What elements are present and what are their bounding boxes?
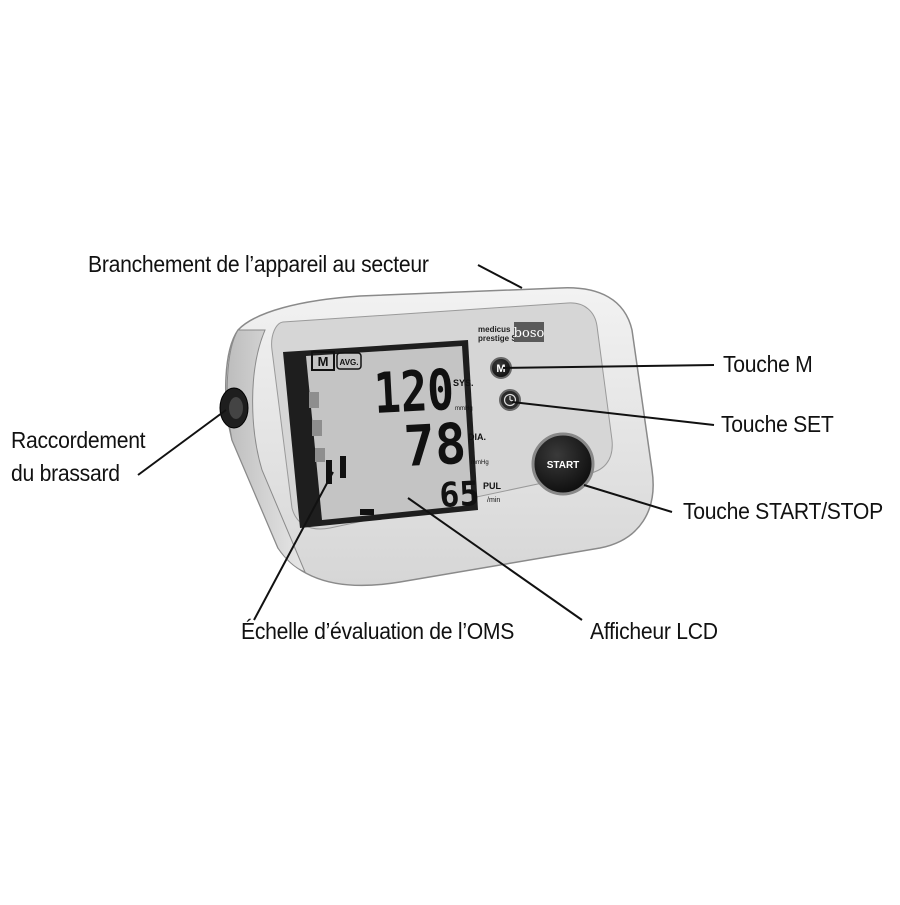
pulse-unit: /min bbox=[487, 497, 500, 504]
battery-indicator bbox=[360, 509, 374, 515]
brand-logo-box bbox=[514, 322, 544, 342]
avg-badge-frame bbox=[336, 352, 362, 370]
leader-line-cuff bbox=[137, 409, 227, 476]
callout-cuff-line-1: Raccordement bbox=[11, 427, 146, 453]
brand-line-1: medicus bbox=[478, 325, 511, 334]
start-button[interactable] bbox=[531, 432, 595, 496]
leader-line-start-key bbox=[583, 484, 673, 513]
who-scale-bar-2 bbox=[312, 420, 322, 436]
callout-start-key: Touche START/STOP bbox=[683, 498, 883, 524]
who-scale-bar-5 bbox=[340, 456, 346, 478]
brand-line-2: prestige S bbox=[478, 334, 517, 343]
callout-lcd: Afficheur LCD bbox=[590, 618, 718, 644]
lcd-screen bbox=[306, 346, 472, 520]
leader-line-who-scale bbox=[253, 471, 334, 621]
pulse-value: 65 bbox=[438, 474, 480, 516]
who-scale-bar-3 bbox=[315, 448, 325, 462]
diastolic-unit: mmHg bbox=[471, 460, 489, 466]
systolic-value: 120 bbox=[372, 358, 455, 427]
systolic-label: SYS. bbox=[453, 378, 474, 388]
clock-hands bbox=[509, 396, 514, 402]
callout-set-key: Touche SET bbox=[721, 411, 834, 437]
leader-line-mains bbox=[477, 264, 523, 289]
avg-badge: AVG. bbox=[340, 358, 359, 367]
device-side-wall bbox=[226, 329, 306, 573]
m-button-label: M bbox=[496, 363, 505, 375]
leader-line-m-key bbox=[502, 364, 715, 369]
brand-logo: boso bbox=[514, 326, 545, 341]
start-button-label: START bbox=[547, 460, 580, 471]
leader-line-set-key bbox=[511, 401, 715, 426]
pulse-label: PUL bbox=[483, 481, 502, 491]
cuff-connector-inner bbox=[229, 397, 243, 419]
who-scale-bar-1 bbox=[309, 392, 319, 408]
who-scale-bar-4 bbox=[326, 460, 332, 484]
callout-cuff-line-2: du brassard bbox=[11, 460, 120, 486]
diastolic-value: 78 bbox=[402, 412, 467, 480]
systolic-unit: mmHg bbox=[455, 406, 473, 412]
memory-badge-frame bbox=[311, 351, 335, 371]
clock-icon bbox=[503, 393, 517, 407]
callout-mains: Branchement de l’appareil au secteur bbox=[88, 251, 429, 277]
diastolic-label: DIA. bbox=[468, 432, 486, 442]
memory-badge: M bbox=[318, 354, 329, 369]
callout-who-scale: Échelle d’évaluation de l’OMS bbox=[241, 618, 515, 644]
leader-line-lcd bbox=[407, 497, 583, 621]
callout-m-key: Touche M bbox=[723, 351, 813, 377]
